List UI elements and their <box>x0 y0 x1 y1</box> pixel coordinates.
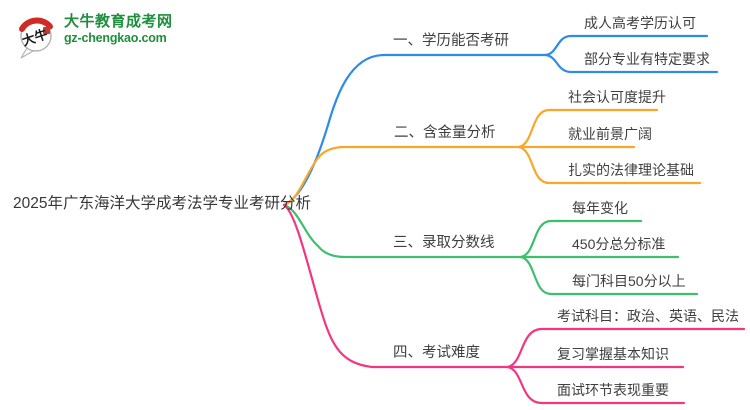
branch-2-child-1-line <box>517 108 659 149</box>
branch-3-label: 三、录取分数线 <box>393 235 495 251</box>
branch-3-child-1-label: 每年变化 <box>572 200 628 216</box>
branch-2-label: 二、含金量分析 <box>394 125 496 141</box>
branch-4-line <box>282 203 510 369</box>
branch-4-child-3-line <box>506 365 686 405</box>
branch-4-child-1-label: 考试科目：政治、英语、民法 <box>557 308 739 324</box>
branch-1-child-2-label: 部分专业有特定要求 <box>584 51 710 67</box>
branch-3-line <box>282 203 523 259</box>
branch-3-child-3-line <box>519 255 699 296</box>
branch-1-child-1-line <box>544 34 709 57</box>
logo-subtitle: gz-chengkao.com <box>64 31 167 45</box>
logo-text-block: 大牛教育成考网 gz-chengkao.com <box>64 12 173 46</box>
branch-1-child-2-line <box>544 53 719 74</box>
branch-4-child-3-label: 面试环节表现重要 <box>557 382 669 398</box>
branch-2-child-2-label: 就业前景广阔 <box>568 126 652 142</box>
branch-3-child-1-line <box>519 219 643 259</box>
branch-2-line <box>282 145 521 207</box>
branch-1-label: 一、学历能否考研 <box>393 33 509 49</box>
branch-4-child-2-label: 复习掌握基本知识 <box>557 346 669 362</box>
root-topic: 2025年广东海洋大学成考法学专业考研分析 <box>13 195 311 212</box>
branch-2-child-1-label: 社会认可度提升 <box>568 89 666 105</box>
logo-icon: 大牛 <box>19 17 53 59</box>
branch-2-child-3-label: 扎实的法律理论基础 <box>568 162 694 178</box>
branch-4-child-1-line <box>506 327 746 369</box>
logo-title: 大牛教育成考网 <box>64 13 173 30</box>
branch-4-label: 四、考试难度 <box>393 345 480 361</box>
branch-3-child-2-label: 450分总分标准 <box>572 236 666 252</box>
site-logo: 大牛 大牛教育成考网 gz-chengkao.com <box>14 12 173 60</box>
branch-1-child-1-label: 成人高考学历认可 <box>584 15 696 31</box>
branch-3-child-3-label: 每门科目50分以上 <box>572 273 686 289</box>
branch-2-child-3-line <box>517 145 702 185</box>
